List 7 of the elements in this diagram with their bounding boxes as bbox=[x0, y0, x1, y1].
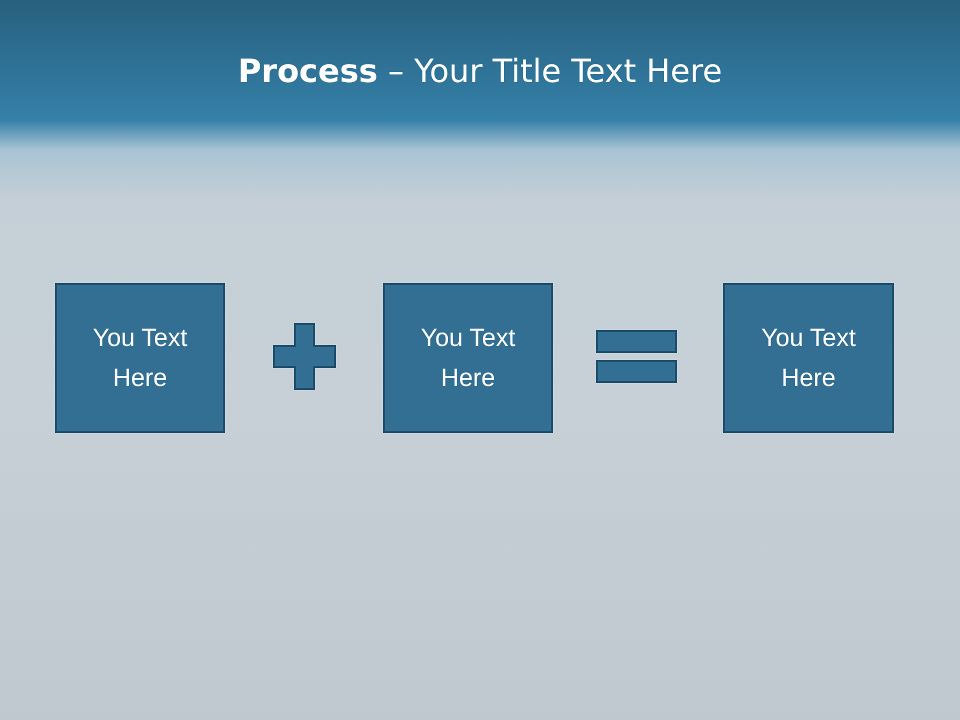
box-text: You Text Here bbox=[420, 323, 516, 394]
process-box bbox=[723, 283, 894, 433]
box-text: You Text Here bbox=[92, 323, 188, 394]
box-text: You Text Here bbox=[760, 323, 857, 394]
slide-title: Process – Your Title Text Here bbox=[236, 52, 724, 90]
process-box bbox=[383, 283, 553, 433]
process-box bbox=[55, 283, 225, 433]
